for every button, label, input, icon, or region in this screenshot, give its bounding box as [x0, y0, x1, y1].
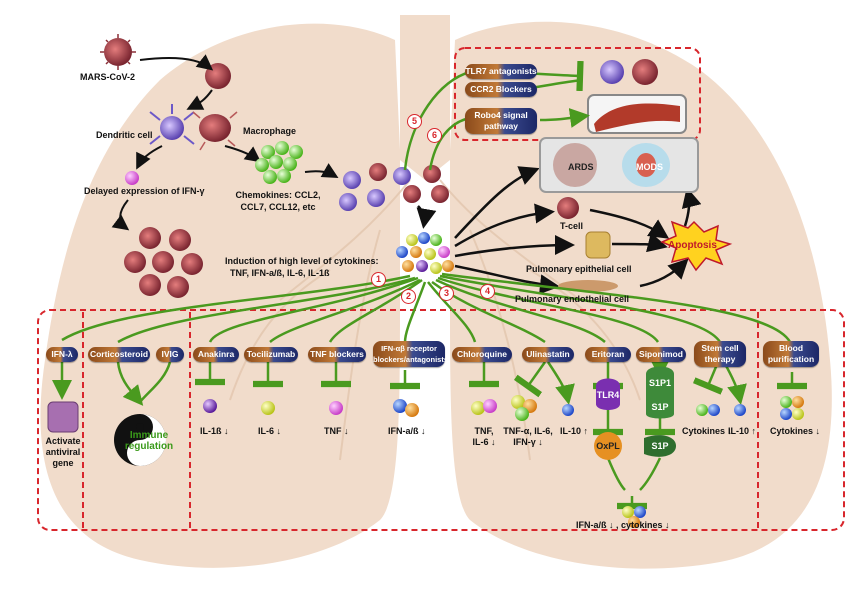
robo4-line-1: Robo4 signal	[474, 110, 528, 120]
epithelial-cell-icon	[585, 231, 611, 259]
marker-6: 6	[427, 128, 442, 143]
immune-line-1: Immune	[129, 430, 169, 441]
ifn-ab-line-1: IFN-αβ receptor	[381, 344, 437, 353]
yin-yang-icon	[114, 414, 166, 466]
ifn-ab-line-2: blockers/antagonists	[373, 355, 449, 364]
blood-line-2: purification	[767, 354, 815, 364]
box-dividers	[82, 312, 759, 528]
virus-label: MARS-CoV-2	[80, 72, 136, 82]
marker-2: 2	[401, 289, 416, 304]
immune-regulation-label: Immune regulation	[118, 430, 180, 452]
il1b-effect: IL-1ß ↓	[200, 426, 229, 436]
ulinastatin-pill: Ulinastatin	[522, 347, 574, 362]
stem-cell-pill: Stem cell therapy	[694, 341, 746, 367]
tnf-effect: TNF ↓	[324, 426, 349, 436]
cytokines-label-2: TNF, IFN-a/ß, IL-6, IL-1ß	[230, 268, 330, 278]
macrophage-label: Macrophage	[243, 126, 297, 136]
chemokines-label-2: CCL7, CCL12, etc	[240, 202, 316, 212]
robo4-line-2: pathway	[483, 121, 518, 131]
blood-purification-pill: Blood purification	[763, 341, 819, 367]
tnf-blockers-pill: TNF blockers	[308, 347, 366, 362]
virus-icon	[100, 34, 136, 70]
epithelial-cell-label: Pulmonary epithelial cell	[526, 264, 632, 274]
tlr4-receptor	[596, 378, 620, 410]
cytokines-label-1: Induction of high level of cytokines:	[225, 256, 379, 266]
s1p-label: S1P	[651, 402, 669, 412]
tlr7-antagonists-pill: TLR7 antagonists	[465, 64, 537, 79]
mods-label: MODS	[636, 162, 663, 172]
immune-cell-cluster	[339, 163, 449, 211]
activate-line-2: antiviral	[45, 447, 81, 457]
marker-3: 3	[439, 286, 454, 301]
chloroquine-effect-2: IL-6 ↓	[472, 437, 496, 447]
activate-line-3: gene	[52, 458, 74, 468]
effect-molecules	[47, 366, 804, 528]
apoptosis-label: Apoptosis	[668, 240, 717, 251]
blood-line-1: Blood	[778, 343, 804, 353]
stem-line-2: therapy	[704, 354, 736, 364]
ards-label: ARDS	[568, 162, 594, 172]
t-cell-icon	[557, 197, 579, 219]
ifnab-effect: IFN-a/ß ↓	[388, 426, 426, 436]
il10-up-effect: IL-10 ↑	[560, 426, 589, 436]
ifn-delay-label: Delayed expression of IFN-γ	[84, 186, 205, 196]
stem-il10-effect: IL-10 ↑	[728, 426, 757, 436]
virus-pair-icon	[600, 59, 658, 85]
ifn-lambda-pill: IFN-λ	[46, 347, 78, 362]
stem-cytokines-effect: Cytokines ↓	[682, 426, 733, 436]
eritoran-pill: Eritoran	[585, 347, 631, 362]
ulinastatin-effect-2: IFN-γ ↓	[513, 437, 543, 447]
ifn-gamma-sphere	[125, 171, 139, 185]
endothelial-cell-label: Pulmonary endothelial cell	[515, 294, 630, 304]
chloroquine-effect-1: TNF,	[474, 426, 494, 436]
stem-line-1: Stem cell	[701, 343, 739, 353]
cytokine-cluster	[396, 232, 454, 274]
virus-cluster-icon	[124, 227, 203, 298]
t-cell-label: T-cell	[560, 221, 584, 231]
tocilizumab-pill: Tocilizumab	[244, 347, 298, 362]
ulinastatin-effect-1: TNF-α, IL-6,	[503, 426, 553, 436]
chemokine-spheres	[255, 141, 303, 184]
oxpl-label: OxPL	[596, 441, 620, 451]
macrophage-icon	[192, 111, 238, 151]
ccr2-blockers-pill: CCR2 Blockers	[465, 82, 537, 97]
blood-cytokines-effect: Cytokines ↓	[770, 426, 821, 436]
corticosteroid-pill: Corticosteroid	[88, 347, 150, 362]
bottom-therapy-box	[37, 309, 845, 531]
s1p1-label: S1P1	[648, 378, 672, 388]
ivig-pill: IVIG	[156, 347, 184, 362]
dendritic-cell-label: Dendritic cell	[96, 130, 153, 140]
ards-mods-box	[539, 137, 699, 193]
marker-4: 4	[480, 284, 495, 299]
chemokines-label-1: Chemokines: CCL2,	[235, 190, 321, 200]
anakinra-pill: Anakinra	[193, 347, 239, 362]
il6-effect: IL-6 ↓	[258, 426, 282, 436]
activate-line-1: Activate	[45, 436, 81, 446]
s1p-lower-label: S1P	[651, 441, 669, 451]
s1p1-receptor	[646, 366, 674, 419]
dendritic-cell-icon	[149, 104, 195, 145]
vessel-icon	[587, 94, 687, 134]
chloroquine-pill: Chloroquine	[452, 347, 512, 362]
marker-1: 1	[371, 272, 386, 287]
antiviral-cell-icon	[47, 401, 79, 433]
final-effect-label: IFN-a/ß ↓ , cytokines ↓	[576, 520, 670, 530]
marker-5: 5	[407, 114, 422, 129]
robo4-pill: Robo4 signal pathway	[465, 108, 537, 134]
ifn-ab-blockers-pill: IFN-αβ receptor blockers/antagonists	[373, 341, 449, 367]
immune-line-2: regulation	[124, 441, 174, 452]
green-therapy-lines	[61, 272, 792, 344]
apoptosis-burst	[660, 220, 733, 272]
siponimod-pill: Siponimod	[636, 347, 686, 362]
oxpl-receptor	[594, 432, 622, 460]
tlr4-label: TLR4	[596, 390, 620, 400]
s1p-receptor	[644, 435, 676, 457]
